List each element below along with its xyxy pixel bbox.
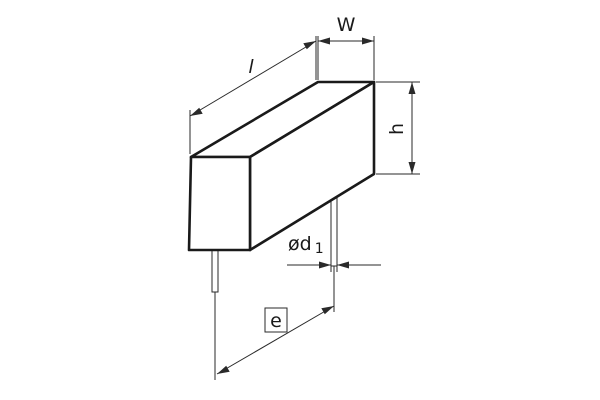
width-arrow-left — [318, 37, 330, 45]
lead-diameter-subscript: 1 — [315, 241, 324, 257]
pitch-label-box — [264, 307, 288, 333]
pitch-dimension-line — [216, 305, 335, 375]
length-arrow-left — [190, 107, 203, 116]
right-lead — [330, 197, 338, 267]
length-dimension: l — [189, 36, 317, 154]
height-label: h — [386, 123, 408, 135]
pitch-dimension: e — [214, 266, 335, 380]
front-face — [187, 155, 252, 252]
width-label: W — [337, 14, 356, 36]
pitch-label: e — [270, 310, 282, 332]
lead-diameter-symbol: ød — [288, 233, 312, 255]
length-arrow-right — [303, 41, 316, 50]
diameter-arrow-right — [337, 261, 349, 269]
right-lead-shaft — [330, 197, 338, 267]
left-lead-shaft — [211, 247, 219, 293]
component-body — [187, 80, 376, 252]
length-label: l — [248, 56, 254, 78]
height-dimension: h — [376, 81, 420, 175]
pitch-arrow-left — [217, 365, 230, 374]
pitch-arrow-right — [321, 306, 334, 315]
height-arrow-bottom — [408, 162, 416, 174]
width-arrow-right — [362, 37, 374, 45]
left-lead — [211, 247, 219, 293]
diameter-arrow-left — [319, 261, 331, 269]
height-arrow-top — [408, 82, 416, 94]
length-dimension-line — [189, 40, 317, 117]
width-dimension: W — [317, 14, 375, 80]
